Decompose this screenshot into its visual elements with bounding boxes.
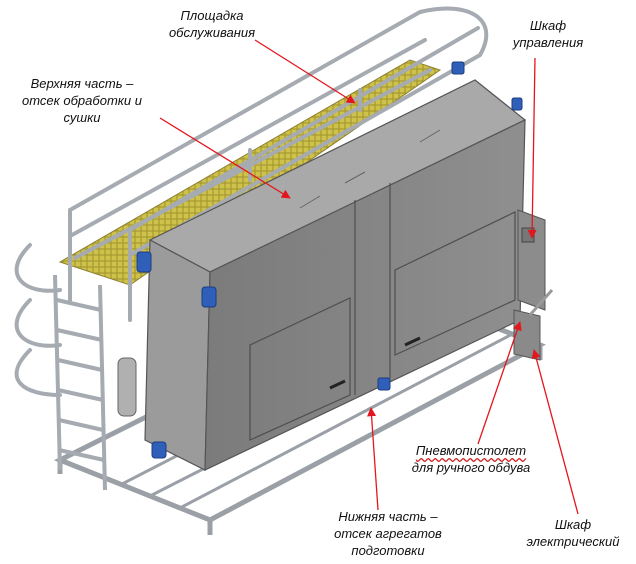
label-lower-line2: отсек агрегатов <box>334 526 442 541</box>
label-lower-line3: подготовки <box>351 543 425 558</box>
electric-cabinet <box>513 309 541 361</box>
label-control-cabinet: Шкаф управления <box>498 17 598 51</box>
label-electric-cabinet: Шкаф электрический <box>515 516 631 550</box>
label-pneumogun-line1: Пневмопистолет <box>415 443 527 458</box>
doors <box>249 183 516 441</box>
ladder-icon <box>53 274 107 491</box>
label-platform: Площадка обслуживания <box>152 7 272 41</box>
label-electric-cabinet-line2: электрический <box>526 534 620 549</box>
label-pneumogun-line2: для ручного обдува <box>411 460 531 475</box>
motor-icon <box>136 61 523 459</box>
label-upper-line2: отсек обработки и <box>22 93 142 108</box>
label-platform-line1: Площадка <box>180 8 244 23</box>
label-platform-line2: обслуживания <box>168 25 256 40</box>
label-upper-line1: Верхняя часть – <box>30 76 134 91</box>
label-control-cabinet-line1: Шкаф <box>529 18 567 33</box>
label-lower-line1: Нижняя часть – <box>338 509 438 524</box>
label-upper-section: Верхняя часть – отсек обработки и сушки <box>2 75 162 126</box>
label-electric-cabinet-line1: Шкаф <box>554 517 592 532</box>
pneumogun-hose <box>528 289 554 316</box>
label-control-cabinet-line2: управления <box>512 35 584 50</box>
label-pneumogun: Пневмопистолет для ручного обдува <box>396 442 546 476</box>
rail-icon <box>14 6 489 397</box>
control-cabinet <box>517 209 546 311</box>
annotation-arrows <box>159 39 579 515</box>
housing-left-face <box>144 239 211 471</box>
label-upper-line3: сушки <box>63 110 101 125</box>
tank <box>117 357 137 417</box>
label-lower-section: Нижняя часть – отсек агрегатов подготовк… <box>318 508 458 559</box>
